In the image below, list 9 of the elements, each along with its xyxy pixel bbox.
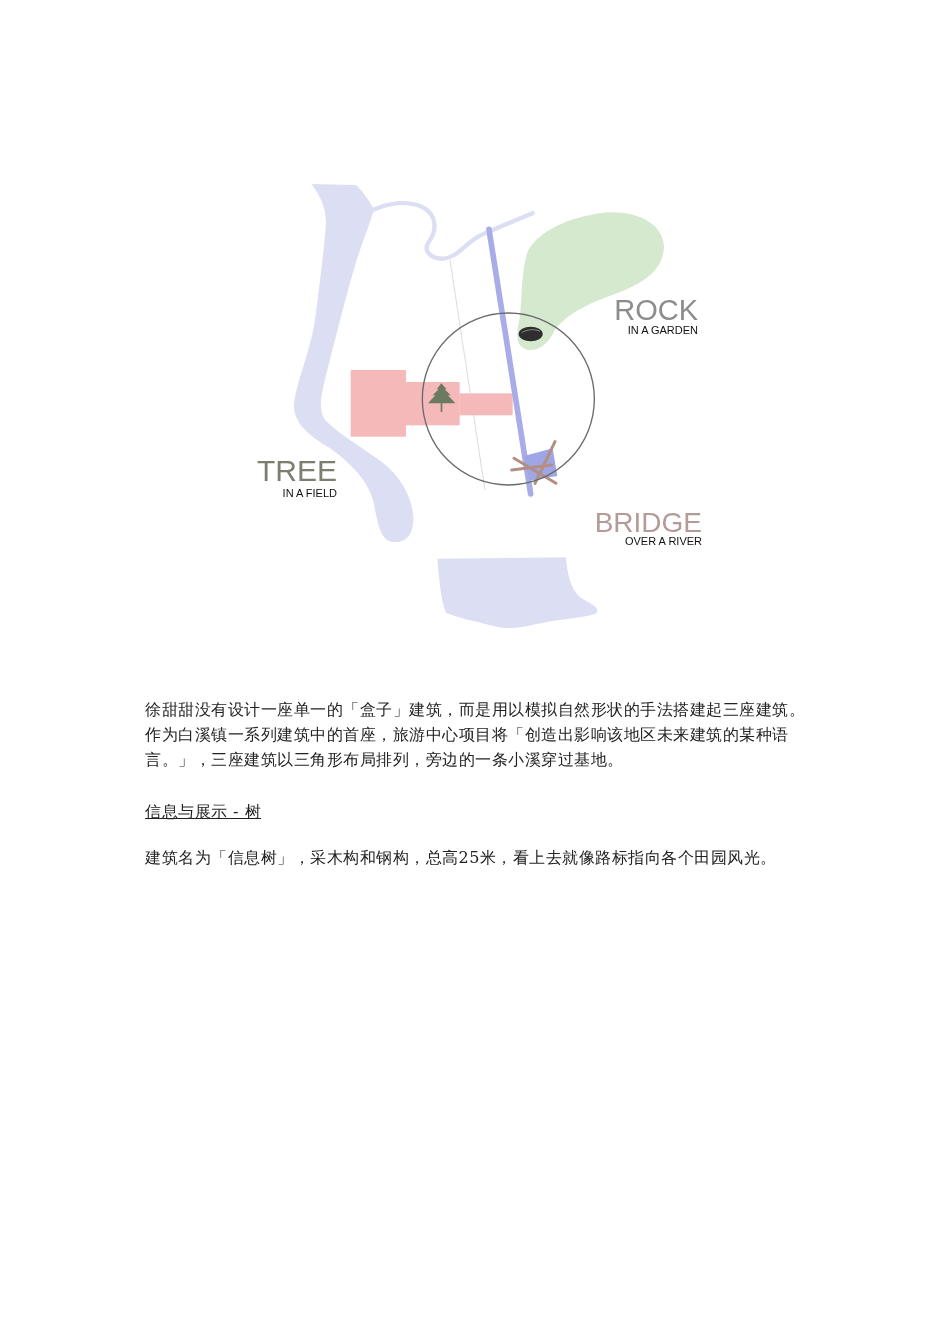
place-title: ROCK: [614, 296, 698, 325]
place-subtitle: IN A FIELD: [282, 488, 337, 499]
paragraph: 建筑名为「信息树」，采木构和钢构，总高25米，看上去就像路标指向各个田园风光。: [145, 847, 778, 869]
section-heading: 信息与展示 - 树: [145, 801, 262, 823]
paragraph: 徐甜甜没有设计一座单一的「盒子」建筑，而是用以模拟自然形状的手法搭建起三座建筑。作为白溪镇一系列建筑中的首座，旅游中心项目将「创造出影响该地区未来建筑的某种语言。」，三座建筑以三角形布局排列，旁边的一条小溪穿过基地。: [145, 699, 806, 771]
place-title: BRIDGE: [594, 509, 702, 537]
place-subtitle: IN A GARDEN: [627, 325, 698, 336]
place-subtitle: OVER A RIVER: [624, 536, 702, 547]
place-title: TREE: [257, 456, 337, 486]
